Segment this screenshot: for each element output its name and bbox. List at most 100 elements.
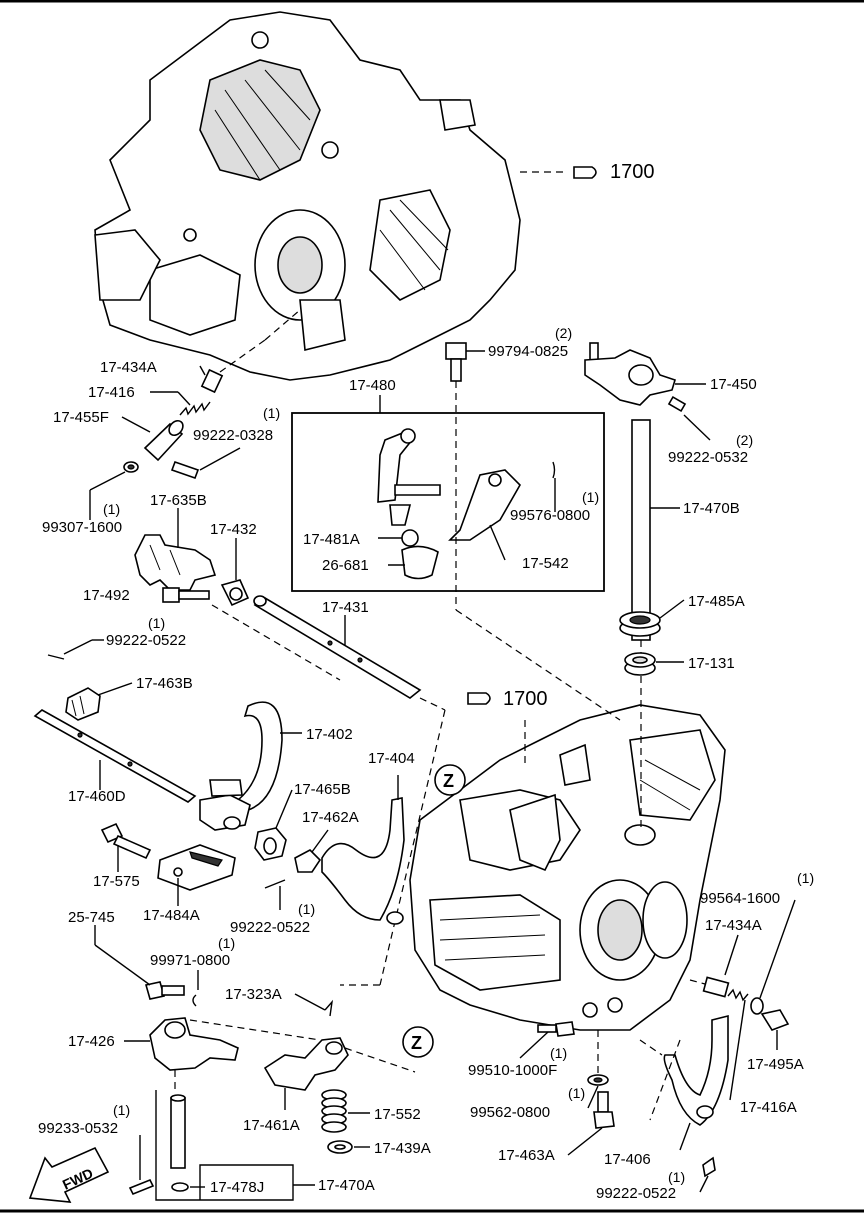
rod-17-460D-drawing	[33, 709, 197, 803]
label-17-635B: 17-635B	[150, 492, 207, 509]
washer-17-439A-drawing	[327, 1140, 353, 1154]
hand-pointer-icon	[573, 166, 597, 179]
fwd-arrow-icon: FWD	[28, 1146, 110, 1203]
fork-17-402-drawing	[199, 701, 283, 831]
label-17-432: 17-432	[210, 521, 257, 538]
bolt-17-463A-drawing	[593, 1091, 615, 1129]
plug-17-434A-top-drawing	[200, 339, 266, 394]
label-17-481A: 17-481A	[303, 531, 360, 548]
spring-17-416A-drawing	[727, 988, 749, 1002]
label-17-575: 17-575	[93, 873, 140, 890]
bolt-25-745-drawing	[144, 981, 185, 1000]
label-99576-0800: 99576-0800	[510, 507, 590, 524]
plug-17-434A-bot-drawing	[689, 976, 730, 998]
label-17-416: 17-416	[88, 384, 135, 401]
label-99510-1000F: 99510-1000F	[468, 1062, 557, 1079]
label-17-426: 17-426	[68, 1033, 115, 1050]
bushing-17-131-drawing	[624, 652, 656, 676]
label-25-745: 25-745	[68, 909, 115, 926]
bolt-99510-1000F-drawing	[537, 1021, 575, 1037]
qty-99794-0825: (2)	[555, 325, 572, 341]
pin-99222-0522-b-drawing	[264, 879, 286, 889]
bolt-17-492-drawing	[162, 587, 210, 603]
assembly-17-480-box	[291, 412, 605, 592]
zone-z-circle-lower	[402, 1026, 434, 1058]
label-26-681: 26-681	[322, 557, 369, 574]
qty-99222-0522-c: (1)	[668, 1169, 685, 1185]
fork-17-404-drawing	[321, 797, 405, 925]
qty-99307-1600: (1)	[103, 501, 120, 517]
label-17-495A: 17-495A	[747, 1056, 804, 1073]
hand-pointer-icon-lower	[467, 692, 491, 705]
ref-1700-lower: 1700	[503, 688, 548, 710]
qty-99576-0800: (1)	[582, 489, 599, 505]
zone-z-circle-upper	[434, 764, 466, 796]
label-17-431: 17-431	[322, 599, 369, 616]
label-99222-0328: 99222-0328	[193, 427, 273, 444]
seal-17-485A-drawing	[619, 611, 661, 637]
label-17-450: 17-450	[710, 376, 757, 393]
qty-99222-0532: (2)	[736, 432, 753, 448]
shaft-17-478J-drawing	[170, 1094, 189, 1192]
label-17-465B: 17-465B	[294, 781, 351, 798]
label-17-406: 17-406	[604, 1151, 651, 1168]
label-17-461A: 17-461A	[243, 1117, 300, 1134]
pin-99233-0532-drawing	[128, 1178, 155, 1196]
label-99222-0522-b: 99222-0522	[230, 919, 310, 936]
label-99307-1600: 99307-1600	[42, 519, 122, 536]
label-17-404: 17-404	[368, 750, 415, 767]
label-99222-0522-c: 99222-0522	[596, 1185, 676, 1202]
label-17-463A: 17-463A	[498, 1147, 555, 1164]
label-17-462A: 17-462A	[302, 809, 359, 826]
pin-99222-0522-c-drawing	[702, 1156, 716, 1178]
label-17-480: 17-480	[349, 377, 396, 394]
plate-17-484A-drawing	[157, 844, 236, 891]
label-99971-0800: 99971-0800	[150, 952, 230, 969]
qty-99510-1000F: (1)	[550, 1045, 567, 1061]
transaxle-case-drawing	[409, 704, 726, 1031]
label-17-131: 17-131	[688, 655, 735, 672]
clip-99971-0800-drawing	[192, 994, 197, 1007]
label-99233-0532: 99233-0532	[38, 1120, 118, 1137]
spring-17-552-drawing	[321, 1089, 347, 1133]
sleeve-17-455F-drawing	[143, 419, 184, 462]
label-17-434A-top: 17-434A	[100, 359, 157, 376]
label-17-484A: 17-484A	[143, 907, 200, 924]
zone-z-upper: Z	[443, 771, 454, 791]
spring-17-416-drawing	[179, 401, 211, 416]
label-99562-0800: 99562-0800	[470, 1104, 550, 1121]
block-17-462A-drawing	[294, 849, 322, 873]
label-99564-1600: 99564-1600	[700, 890, 780, 907]
rod-17-431-drawing	[253, 595, 422, 699]
washer-99564-1600-drawing	[750, 997, 764, 1015]
label-17-455F: 17-455F	[53, 409, 109, 426]
label-99794-0825: 99794-0825	[488, 343, 568, 360]
qty-99222-0522-b: (1)	[298, 901, 315, 917]
qty-99564-1600: (1)	[797, 870, 814, 886]
lever-17-426-drawing	[149, 1017, 321, 1090]
block-17-432-drawing	[220, 579, 250, 607]
bracket-17-635B-drawing	[134, 534, 217, 591]
bolt-17-575-drawing	[100, 822, 152, 860]
qty-99562-0800: (1)	[568, 1085, 585, 1101]
label-17-463B: 17-463B	[136, 675, 193, 692]
label-17-434A-bot: 17-434A	[705, 917, 762, 934]
lever-17-461A-drawing	[263, 1037, 416, 1091]
clutch-housing-drawing	[94, 11, 521, 381]
washer-99562-0800-drawing	[587, 1074, 609, 1086]
plug-17-495A-drawing	[760, 1009, 790, 1031]
label-17-402: 17-402	[306, 726, 353, 743]
label-17-470A: 17-470A	[318, 1177, 375, 1194]
pin-99222-0522-a-drawing	[47, 654, 65, 660]
label-17-439A: 17-439A	[374, 1140, 431, 1157]
ref-1700-top: 1700	[610, 161, 655, 183]
zone-z-lower: Z	[411, 1033, 422, 1053]
label-99222-0522-a: 99222-0522	[106, 632, 186, 649]
pin-99222-0328-drawing	[170, 460, 200, 480]
lever-17-450-drawing	[584, 342, 687, 830]
label-17-478J: 17-478J	[210, 1179, 264, 1196]
label-17-416A: 17-416A	[740, 1099, 797, 1116]
label-17-323A: 17-323A	[225, 986, 282, 1003]
bolt-99794-drawing	[445, 342, 621, 721]
label-17-460D: 17-460D	[68, 788, 126, 805]
